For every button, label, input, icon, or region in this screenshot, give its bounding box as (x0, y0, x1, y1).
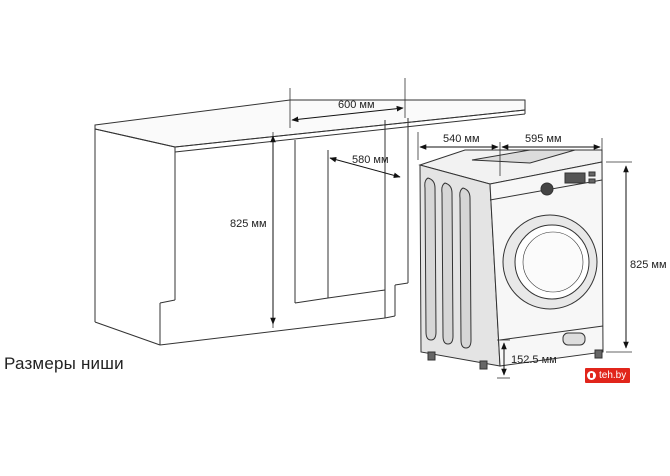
niche-width-dimension (289, 78, 406, 128)
watermark-logo-icon (587, 371, 596, 380)
caption-niche-dimensions: Размеры ниши (4, 354, 124, 373)
machine-width-dimension (501, 138, 603, 160)
washing-machine (418, 149, 604, 370)
machine-height-dimension (606, 161, 632, 353)
watermark-badge: teh.by (585, 368, 631, 383)
watermark-text: teh.by (599, 370, 627, 381)
label-machine-width: 595 мм (525, 133, 562, 145)
label-machine-depth: 540 мм (443, 133, 480, 145)
niche-depth-dimension (329, 156, 401, 179)
niche-cabinet (94, 99, 526, 346)
label-niche-height: 825 мм (230, 218, 267, 230)
machine-depth-dimension (417, 132, 501, 176)
foot-offset-dimension (497, 339, 510, 379)
label-niche-width: 600 мм (338, 99, 375, 111)
label-foot-offset: 152.5 мм (511, 354, 557, 366)
label-machine-height: 825 мм (630, 259, 667, 271)
label-niche-depth: 580 мм (352, 154, 389, 166)
